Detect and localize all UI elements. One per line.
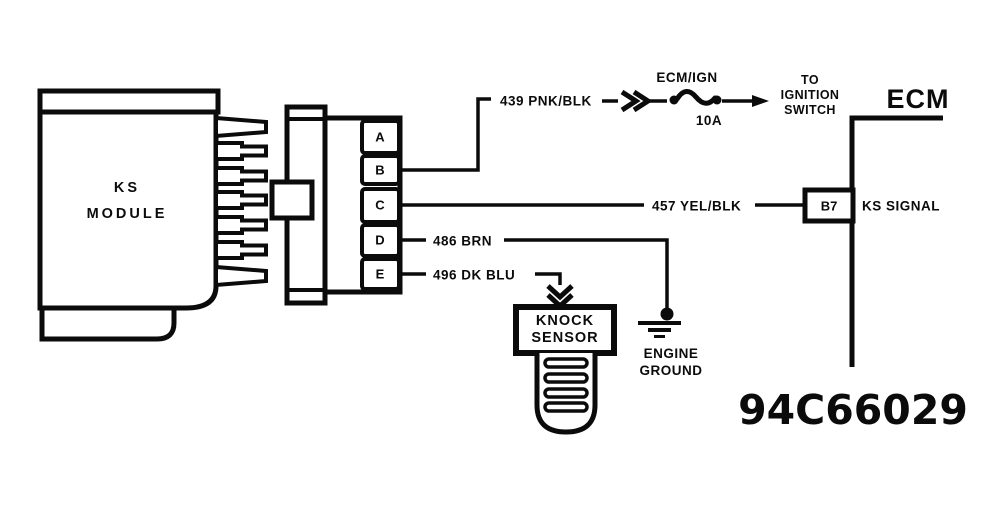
fuse-name-label: ECM/IGN — [656, 70, 717, 85]
ground-dot — [660, 307, 674, 321]
figure-number: 94C66029 — [738, 386, 968, 434]
harness-connector: A B C D E — [269, 104, 403, 306]
ignition-switch-label-line2: IGNITION — [781, 88, 840, 102]
fuse-terminal-dot — [712, 95, 722, 105]
terminal-b7-label: B7 — [821, 199, 838, 214]
inline-connector-down-icon — [546, 284, 574, 310]
ecm-title: ECM — [887, 84, 950, 114]
engine-ground-label-line1: ENGINE — [644, 346, 699, 361]
connector-latch — [269, 179, 315, 221]
fuse-rating-label: 10A — [696, 113, 722, 128]
arrow-icon — [752, 95, 769, 107]
module-pin — [214, 264, 268, 288]
ks-module-top-flange — [37, 88, 221, 115]
module-pin — [214, 141, 268, 161]
wire-439-circuit: 439 PNK/BLK ECM/IGN 10A TO IGNITION SWIT… — [399, 70, 840, 172]
ecm-block: ECM B7 KS SIGNAL — [802, 84, 950, 367]
module-pin — [214, 115, 268, 139]
fuse-element — [674, 89, 718, 106]
ks-module-label-line2: MODULE — [87, 206, 168, 222]
module-pin — [214, 215, 268, 235]
module-pin — [214, 240, 268, 260]
ks-module-pins — [214, 115, 268, 288]
ks-module-label-line1: KS — [114, 180, 140, 196]
wire-label-439: 439 PNK/BLK — [500, 94, 592, 109]
wire-439-segment — [399, 97, 491, 172]
terminal-b7-box — [802, 187, 856, 224]
wire-486-circuit: 486 BRN ENGINE GROUND — [399, 234, 703, 378]
pin-letter-d: D — [375, 233, 384, 248]
connector-housing-caps — [287, 117, 325, 292]
pin-letter-c: C — [375, 198, 385, 213]
wire-label-486: 486 BRN — [433, 234, 492, 249]
ignition-switch-label-line1: TO — [801, 73, 819, 87]
wire-label-496: 496 DK BLU — [433, 268, 515, 283]
wire-486-segment — [504, 238, 669, 308]
ground-symbol-icon — [638, 307, 681, 338]
pin-letter-e: E — [376, 267, 385, 282]
inline-connector-icon — [620, 89, 653, 113]
knock-sensor-label-line2: SENSOR — [531, 330, 598, 346]
wire-label-457: 457 YEL/BLK — [652, 199, 741, 214]
thread-slot — [543, 357, 589, 369]
wire-457-circuit: 457 YEL/BLK — [399, 199, 805, 214]
engine-ground-label-line2: GROUND — [640, 363, 703, 378]
wire-496-segment — [535, 272, 562, 285]
module-pin — [214, 166, 268, 186]
ecm-boundary-line — [849, 115, 943, 367]
wire-496-circuit: 496 DK BLU — [399, 268, 574, 310]
pin-letter-b: B — [375, 163, 384, 178]
fuse-icon — [669, 89, 722, 106]
ignition-switch-label-line3: SWITCH — [784, 103, 836, 117]
module-pin — [214, 190, 268, 210]
ks-module-bottom-tab — [39, 305, 177, 342]
thread-slot — [543, 387, 589, 399]
pin-letter-a: A — [375, 130, 385, 145]
ks-signal-label: KS SIGNAL — [862, 199, 940, 214]
knock-sensor-label-line1: KNOCK — [536, 313, 594, 329]
connector-pin-box-a — [360, 119, 401, 155]
knock-sensor: KNOCK SENSOR — [513, 304, 617, 435]
ks-module: KS MODULE — [37, 88, 221, 342]
thread-slot — [543, 372, 589, 384]
thread-slot — [543, 401, 589, 413]
